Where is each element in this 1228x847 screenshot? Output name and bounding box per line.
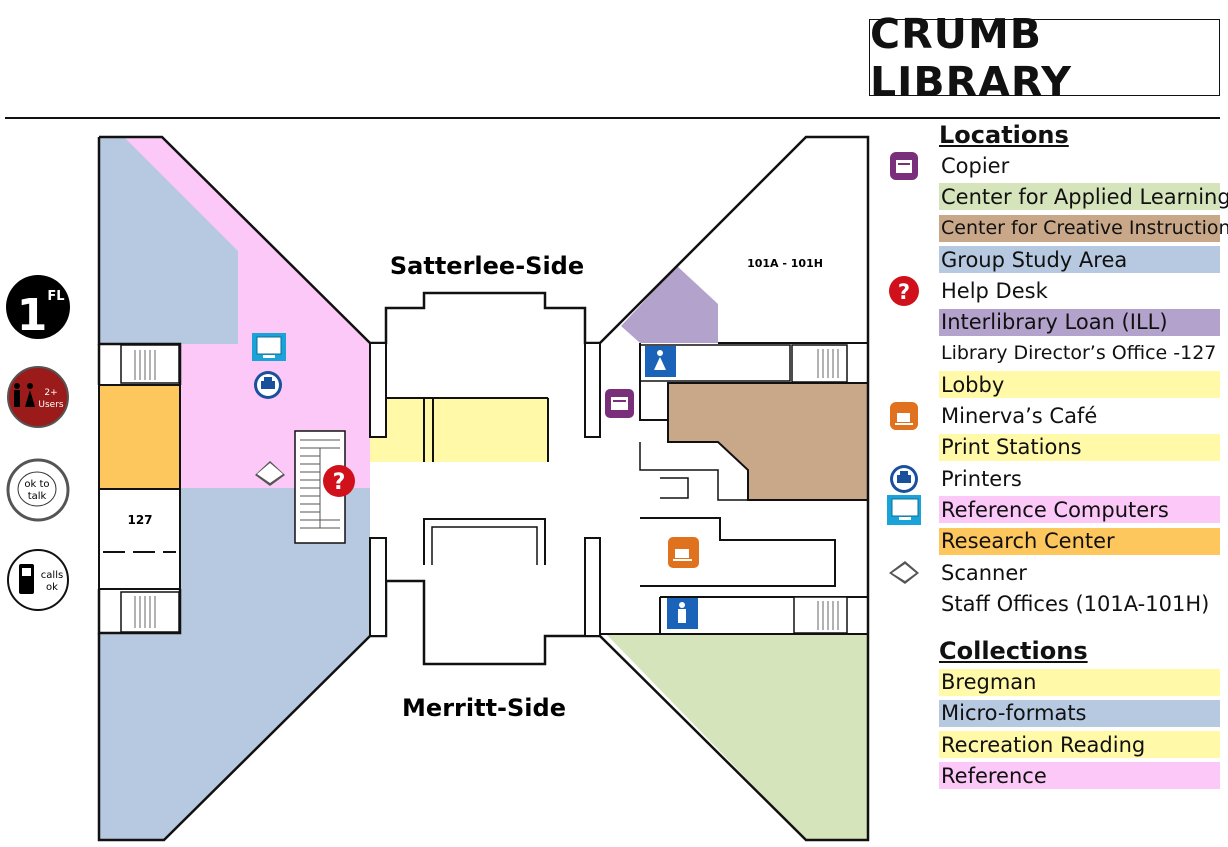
cafe-icon [887,401,921,432]
floor-number: 1 [17,290,48,341]
help-desk-icon: ? [323,465,355,497]
calls-ok-badge: calls ok [7,549,69,611]
research-center-area [98,384,181,490]
locations-label: Library Director’s Office -127 [941,342,1217,365]
collections-item: Bregman [887,666,1223,697]
locations-item: Print Stations [887,432,1223,463]
collections-label: Reference [939,762,1220,790]
collections-item: Recreation Reading [887,729,1223,760]
group-study-area-lower-left [99,488,370,840]
group-users-badge: 2+ Users [7,366,69,428]
stairs-upper-right [791,344,848,383]
merritt-side-label: Merritt-Side [402,694,566,722]
locations-item: Staff Offices (101A-101H) [887,588,1223,619]
locations-item: Reference Computers [887,494,1223,525]
collections-heading: Collections [939,637,1088,666]
center-for-creative-instruction-area [668,383,868,500]
locations-item: Scanner [887,557,1223,588]
locations-label: Center for Creative Instruction [939,214,1228,242]
title-box: CRUMB LIBRARY [869,10,1220,106]
svg-text:?: ? [898,280,910,304]
locations-item: Lobby [887,369,1223,400]
locations-item: Research Center [887,526,1223,557]
group-study-area-upper-left [99,137,238,344]
svg-text:Users: Users [38,400,64,410]
locations-label: Research Center [939,527,1220,555]
locations-item: Printers [887,463,1223,494]
locations-label: Staff Offices (101A-101H) [941,591,1210,616]
locations-label: Scanner [941,560,1027,585]
stairs-lower-right [793,596,848,634]
satterlee-side-label: Satterlee-Side [390,252,584,280]
locations-item: ? Help Desk [887,275,1223,306]
copier-icon [887,150,921,181]
interlibrary-loan-area [621,266,718,343]
locations-label: Group Study Area [939,246,1220,274]
mens-restroom-icon [667,598,698,629]
womens-restroom-icon [645,346,676,377]
center-section: Satterlee-Side Merritt-Side [369,252,601,722]
locations-item: Group Study Area [887,244,1223,275]
locations-label: Reference Computers [939,496,1220,524]
svg-text:?: ? [333,470,346,495]
locations-item: Copier [887,150,1223,181]
collections-label: Bregman [939,668,1220,696]
collections-item: Micro-formats [887,698,1223,729]
copier-icon [605,389,634,418]
locations-label: Printers [941,466,1022,491]
locations-label: Lobby [939,371,1220,399]
locations-item: Minerva’s Café [887,400,1223,431]
locations-label: Minerva’s Café [941,404,1098,429]
printer-icon [887,463,921,494]
floor-suffix: FL [47,289,64,304]
locations-label: Interlibrary Loan (ILL) [939,308,1220,336]
locations-item: Interlibrary Loan (ILL) [887,306,1223,337]
floor-badge: 1 FL [6,275,70,341]
locations-item: Center for Applied Learning [887,181,1228,212]
room-127-label: 127 [127,513,152,527]
locations-heading: Locations [939,121,1069,149]
center-for-applied-learning-area [606,634,868,840]
collections-label: Recreation Reading [939,731,1220,759]
collections-label: Micro-formats [939,699,1220,727]
right-wing: 101A - 101H [599,135,870,842]
header-divider [5,117,1220,119]
help-icon: ? [887,275,921,306]
computer-icon [887,494,921,525]
scanner-icon [255,461,285,486]
locations-label: Help Desk [941,278,1048,303]
svg-text:calls: calls [41,570,63,581]
locations-label: Center for Applied Learning [939,183,1228,211]
library-title: CRUMB LIBRARY [870,9,1072,106]
printer-icon [254,371,282,399]
locations-item: Library Director’s Office -127 [887,338,1223,369]
scanner-icon [887,557,921,588]
svg-text:2+: 2+ [44,388,57,398]
locations-label: Print Stations [939,433,1220,461]
locations-item: Center for Creative Instruction [887,213,1228,244]
ok-to-talk-badge: ok to talk [6,458,70,522]
svg-text:ok: ok [46,582,58,593]
room-127 [98,488,181,590]
svg-text:talk: talk [28,491,47,502]
computer-icon [252,333,286,361]
cafe-icon [668,537,699,568]
collections-item: Reference [887,760,1223,791]
staff-offices-label: 101A - 101H [747,257,823,270]
svg-text:ok to: ok to [24,479,49,490]
locations-label: Copier [941,153,1010,178]
lobby-bregman-area [370,398,548,462]
